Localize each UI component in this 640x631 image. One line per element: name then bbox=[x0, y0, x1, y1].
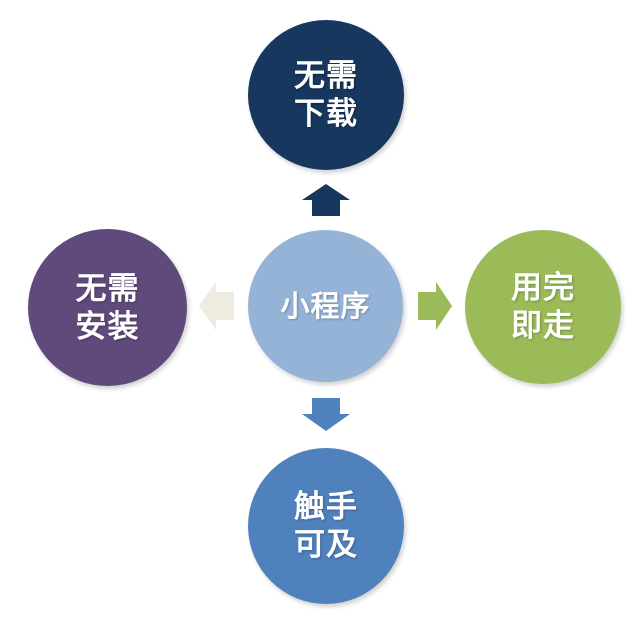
node-top-line1: 无需 bbox=[294, 58, 358, 94]
node-bottom-line1: 触手 bbox=[294, 489, 358, 525]
node-left-line1: 无需 bbox=[75, 270, 140, 307]
center-label: 小程序 bbox=[280, 289, 371, 323]
arrow-down-icon bbox=[302, 398, 350, 431]
node-right-line1: 用完 bbox=[511, 270, 575, 306]
arrow-right-icon bbox=[418, 282, 452, 330]
node-bottom-circle: 触手 可及 bbox=[248, 448, 404, 604]
node-top-line2: 下载 bbox=[294, 96, 358, 132]
node-top-circle: 无需 下载 bbox=[248, 20, 404, 170]
node-left-circle: 无需 安装 bbox=[28, 229, 187, 386]
node-bottom-line2: 可及 bbox=[294, 527, 358, 563]
node-right-line2: 即走 bbox=[511, 308, 575, 344]
arrow-up-icon bbox=[302, 184, 350, 216]
arrow-left-icon bbox=[199, 282, 234, 330]
center-circle: 小程序 bbox=[248, 230, 403, 382]
node-left-line2: 安装 bbox=[75, 308, 140, 345]
node-right-circle: 用完 即走 bbox=[465, 230, 621, 384]
